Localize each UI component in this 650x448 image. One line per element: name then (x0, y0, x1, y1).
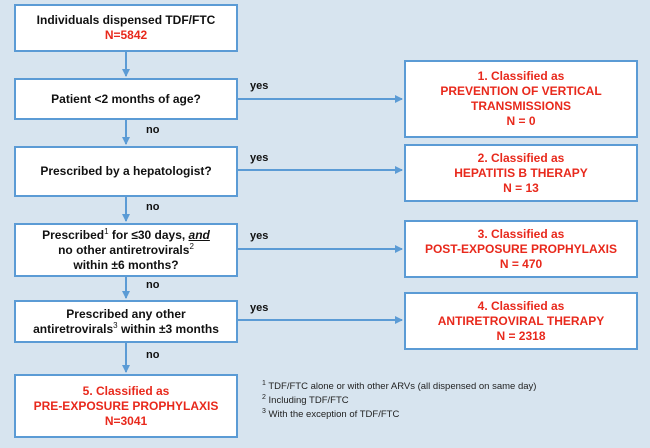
yes-label-4: yes (250, 302, 269, 314)
outcome-vertical-line1: PREVENTION OF VERTICAL (440, 84, 602, 98)
final-outcome-count: N=3041 (104, 413, 148, 428)
footnote-2: 2 Including TDF/FTC (262, 393, 349, 406)
question-other-arv-line1: Prescribed any other (66, 306, 186, 321)
outcome-hepatitis-line1: HEPATITIS B THERAPY (454, 165, 588, 180)
footnote-3: 3 With the exception of TDF/FTC (262, 407, 400, 420)
outcome-pep-line1: POST-EXPOSURE PROPHYLAXIS (424, 241, 618, 256)
outcome-box-art: 4. Classified as ANTIRETROVIRAL THERAPY … (404, 292, 638, 350)
no-label-1: no (146, 124, 160, 136)
start-count: N=5842 (104, 28, 148, 42)
outcome-vertical-line2: TRANSMISSIONS (470, 99, 571, 113)
yes-label-1: yes (250, 80, 269, 92)
question-duration-line3: within ±6 months? (73, 257, 179, 272)
outcome-box-hepatitis: 2. Classified as HEPATITIS B THERAPY N =… (404, 144, 638, 202)
final-outcome-label: PRE-EXPOSURE PROPHYLAXIS (33, 398, 219, 413)
question-duration-line1: Prescribed1 for ≤30 days, and (42, 226, 210, 242)
outcome-pep-count: N = 470 (499, 256, 543, 271)
question-hepatologist-text: Prescribed by a hepatologist? (40, 164, 212, 178)
outcome-hepatitis-count: N = 13 (503, 180, 539, 195)
footnote-1: 1 TDF/FTC alone or with other ARVs (all … (262, 379, 537, 392)
question-other-arv-line2: antiretrovirals3 within ±3 months (33, 320, 219, 336)
question-box-other-arv: Prescribed any other antiretrovirals3 wi… (14, 300, 238, 343)
outcome-box-vertical: 1. Classified as PREVENTION OF VERTICAL … (404, 60, 638, 138)
question-box-age: Patient <2 months of age? (14, 78, 238, 120)
question-box-duration: Prescribed1 for ≤30 days, and no other a… (14, 223, 238, 277)
outcome-art-head: 4. Classified as (477, 298, 565, 313)
no-label-3: no (146, 279, 160, 291)
question-box-hepatologist: Prescribed by a hepatologist? (14, 146, 238, 197)
start-title: Individuals dispensed TDF/FTC (36, 13, 216, 27)
question-duration-line2: no other antiretrovirals2 (58, 241, 194, 257)
outcome-box-pep: 3. Classified as POST-EXPOSURE PROPHYLAX… (404, 220, 638, 278)
footnotes: 1 TDF/FTC alone or with other ARVs (all … (262, 380, 647, 422)
outcome-vertical-count: N = 0 (506, 114, 536, 128)
outcome-pep-head: 3. Classified as (477, 226, 565, 241)
start-box: Individuals dispensed TDF/FTC N=5842 (14, 4, 238, 52)
final-outcome-head: 5. Classified as (82, 383, 170, 398)
question-age-text: Patient <2 months of age? (51, 91, 201, 106)
final-outcome-box: 5. Classified as PRE-EXPOSURE PROPHYLAXI… (14, 374, 238, 438)
yes-label-3: yes (250, 230, 269, 242)
no-label-2: no (146, 201, 160, 213)
outcome-vertical-head: 1. Classified as (477, 69, 565, 83)
outcome-hepatitis-head: 2. Classified as (477, 150, 565, 165)
outcome-art-count: N = 2318 (496, 328, 546, 343)
outcome-art-line1: ANTIRETROVIRAL THERAPY (437, 313, 605, 328)
no-label-4: no (146, 349, 160, 361)
yes-label-2: yes (250, 152, 269, 164)
